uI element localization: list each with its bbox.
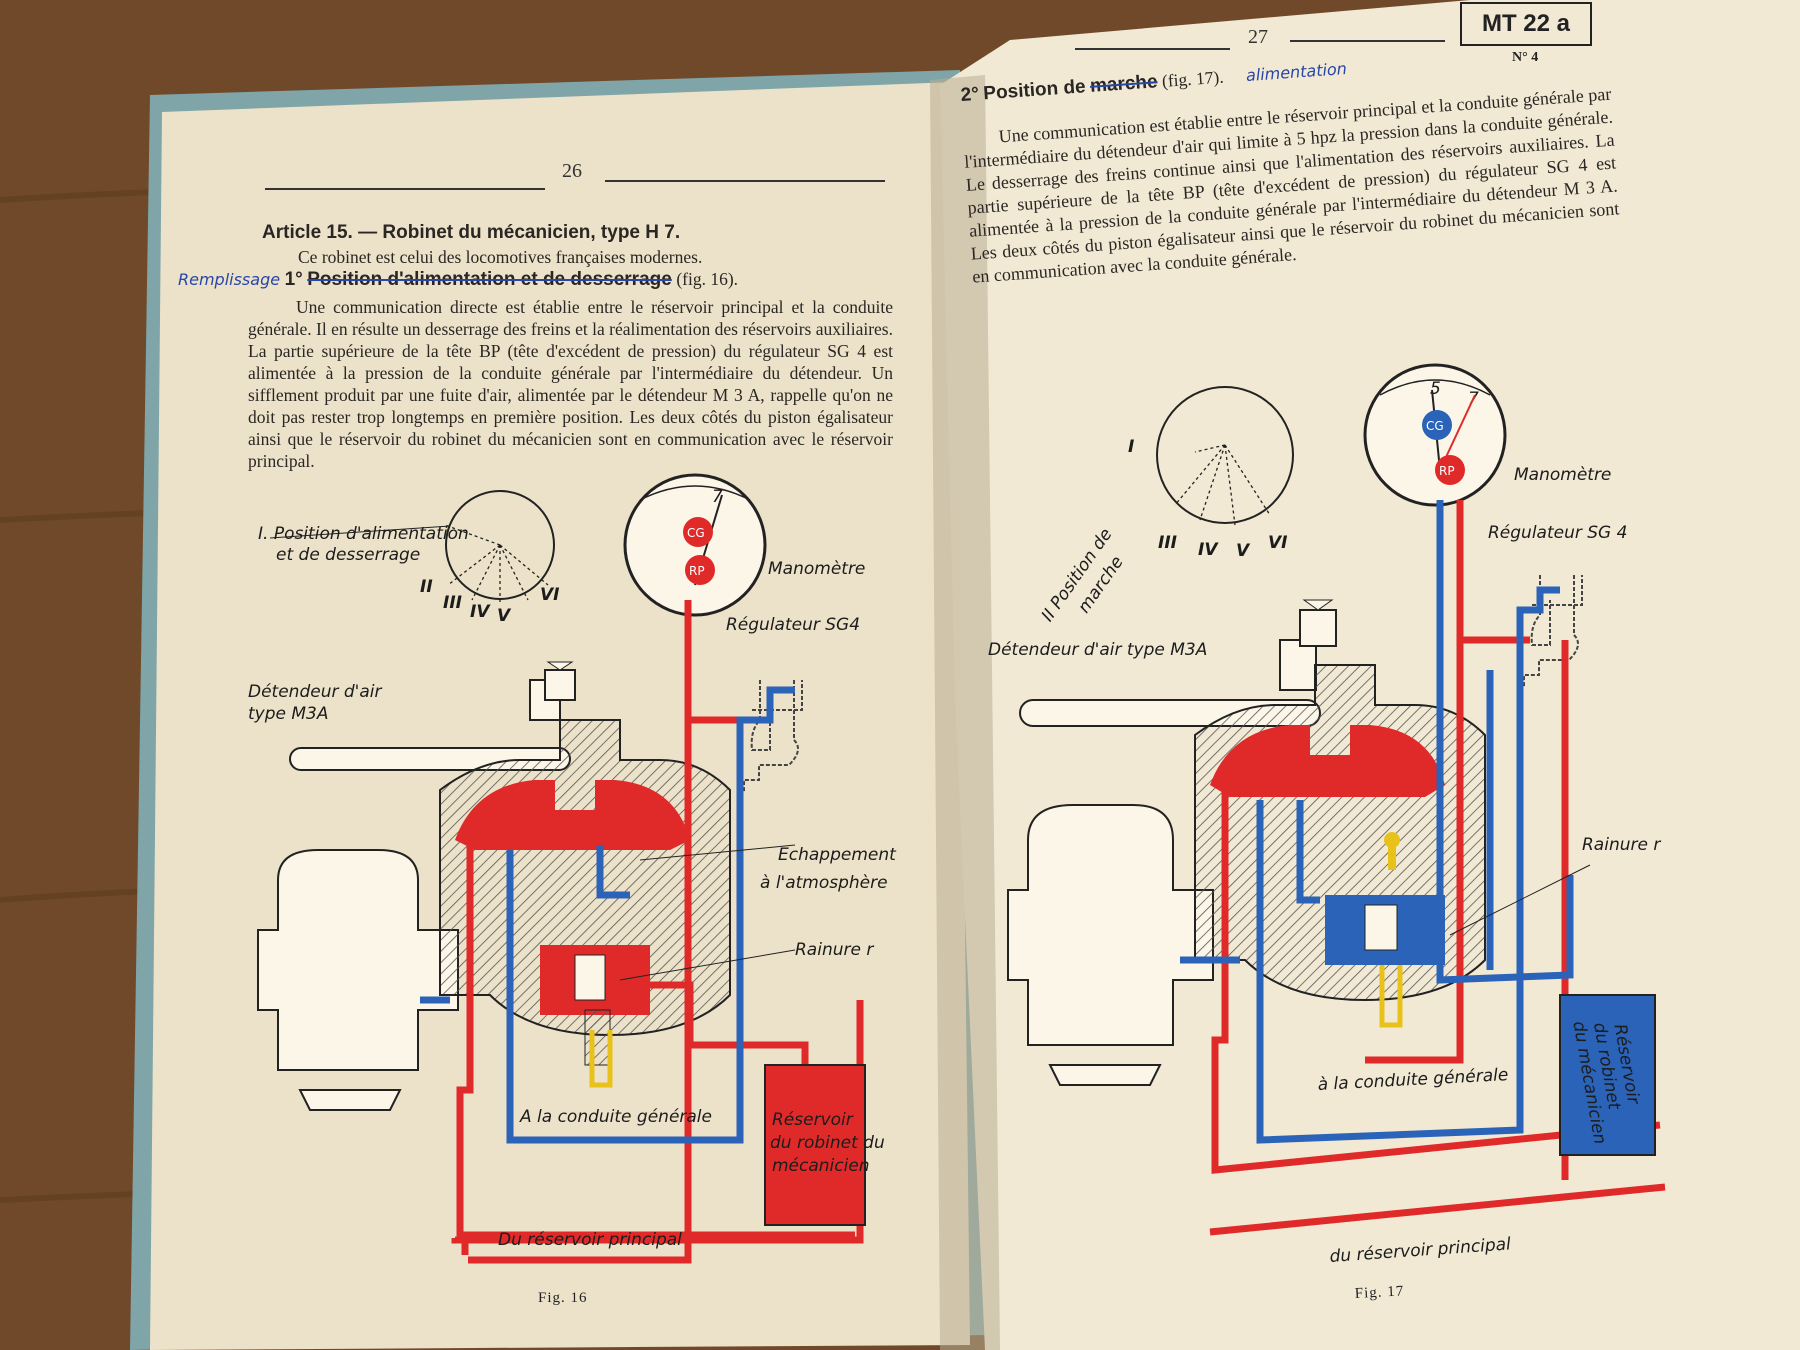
fig17-gauge-rp (1435, 455, 1465, 485)
section-1-number: 1° (284, 269, 303, 290)
fig16-reservoir (764, 1064, 866, 1226)
fig16-regulator-drawing (743, 680, 803, 792)
fig16-gauge-number: 7 (712, 487, 723, 507)
fig16-detendeur-body (257, 849, 459, 1071)
fig17-regulateur-label: Régulateur SG 4 (1488, 523, 1627, 543)
fig16-detendeur-label-2: type M3A (248, 704, 329, 724)
header-rule-right-b (1290, 40, 1445, 42)
fig16-reservoir-label-2: du robinet du (770, 1133, 885, 1153)
fig17-gauge-cg (1422, 410, 1452, 440)
fig17-reservoir-principal-label: du réservoir principal (1329, 1234, 1512, 1267)
section-1-paragraph: Une communication directe est établie en… (248, 297, 893, 471)
figure-16: I. Position d'alimentation et de desserr… (248, 473, 897, 1306)
fig17-dial-mark-iii: III (1158, 533, 1177, 553)
handwritten-note-left: Remplissage (178, 270, 281, 289)
fig16-gauge-cg-label: CG (687, 526, 705, 540)
page-number-27: 27 (1248, 26, 1268, 48)
fig16-dial-mark-vi: VI (540, 585, 559, 605)
fig17-conduite-label: à la conduite générale (1317, 1065, 1509, 1095)
fig16-blue-pipes (420, 686, 795, 1144)
stamp-sub: N° 4 (1512, 50, 1539, 65)
fig16-rainure-label: Rainure r (795, 940, 874, 960)
section-1-ref: (fig. 16). (676, 269, 739, 289)
article-intro: Ce robinet est celui des locomotives fra… (298, 247, 703, 267)
fig17-dial-mark-i: I (1128, 437, 1134, 457)
fig16-detendeur-label-1: Détendeur d'air (248, 682, 382, 702)
section-1-title: Position d'alimentation et de desserrage (307, 269, 672, 290)
fig16-dial-mark-iv: IV (470, 602, 491, 622)
header-rule-right-a (1075, 48, 1230, 50)
header-rule-left-b (605, 180, 885, 182)
fig16-gauge-rp-label: RP (689, 564, 705, 578)
fig17-detendeur-body (1007, 804, 1214, 1046)
fig16-red-pipes (451, 600, 864, 1264)
fig17-regulator-drawing (1523, 575, 1583, 687)
fig17-upper-chamber-red (1210, 725, 1445, 797)
fig17-dial (1156, 386, 1294, 524)
gutter-shadow (930, 75, 1000, 1350)
fig16-dial-mark-iii: III (443, 593, 462, 613)
fig16-conduite-label: A la conduite générale (519, 1107, 712, 1127)
fig17-gauge-cg-label: CG (1426, 419, 1444, 433)
fig16-reservoir-label-1: Réservoir (772, 1110, 854, 1130)
header-rule-left-a (265, 188, 545, 190)
fig16-reservoir-label-3: mécanicien (772, 1156, 870, 1176)
fig17-blue-pipes (1180, 500, 1574, 1144)
fig16-echappement-label-2: à l'atmosphère (760, 873, 888, 893)
figure-17: I III IV V VI II Position de marche 5 7 … (988, 363, 1666, 1302)
fig16-regulateur-label: Régulateur SG4 (726, 615, 860, 635)
stamp-mt22a: MT 22 a (1460, 2, 1592, 46)
fig16-echappement-label-1: Echappement (778, 845, 897, 865)
fig17-caption: Fig. 17 (1354, 1283, 1404, 1302)
fig16-upper-chamber-red (455, 780, 690, 850)
fig17-dial-mark-iv: IV (1198, 540, 1219, 560)
article-title: Article 15. — Robinet du mécanicien, typ… (262, 222, 681, 243)
fig17-detendeur-label: Détendeur d'air type M3A (988, 640, 1207, 660)
fig17-manometre-label: Manomètre (1514, 465, 1611, 485)
fig17-dial-mark-vi: VI (1268, 533, 1287, 553)
fig17-reservoir (1559, 994, 1656, 1156)
fig17-gauge-5: 5 (1430, 379, 1441, 399)
section-1-heading: Remplissage 1° Position d'alimentation e… (178, 268, 898, 291)
fig16-reservoir-principal-label: Du réservoir principal (498, 1230, 682, 1250)
fig16-manometre-label: Manomètre (768, 559, 865, 579)
page-number-26: 26 (562, 160, 582, 182)
fig16-gauge-cg (683, 517, 713, 547)
fig16-dial-mark-ii: II (420, 577, 433, 597)
fig16-gauge-rp (685, 555, 715, 585)
fig17-rainure-label: Rainure r (1582, 835, 1661, 855)
fig16-caption: Fig. 16 (538, 1290, 588, 1306)
fig16-position-label-1: I. Position d'alimentation (258, 524, 469, 544)
fig17-dial-mark-v: V (1236, 541, 1251, 561)
fig17-gauge-rp-label: RP (1439, 464, 1455, 478)
fig16-position-label-2: et de desserrage (276, 545, 420, 565)
fig16-dial-mark-v: V (497, 606, 512, 626)
